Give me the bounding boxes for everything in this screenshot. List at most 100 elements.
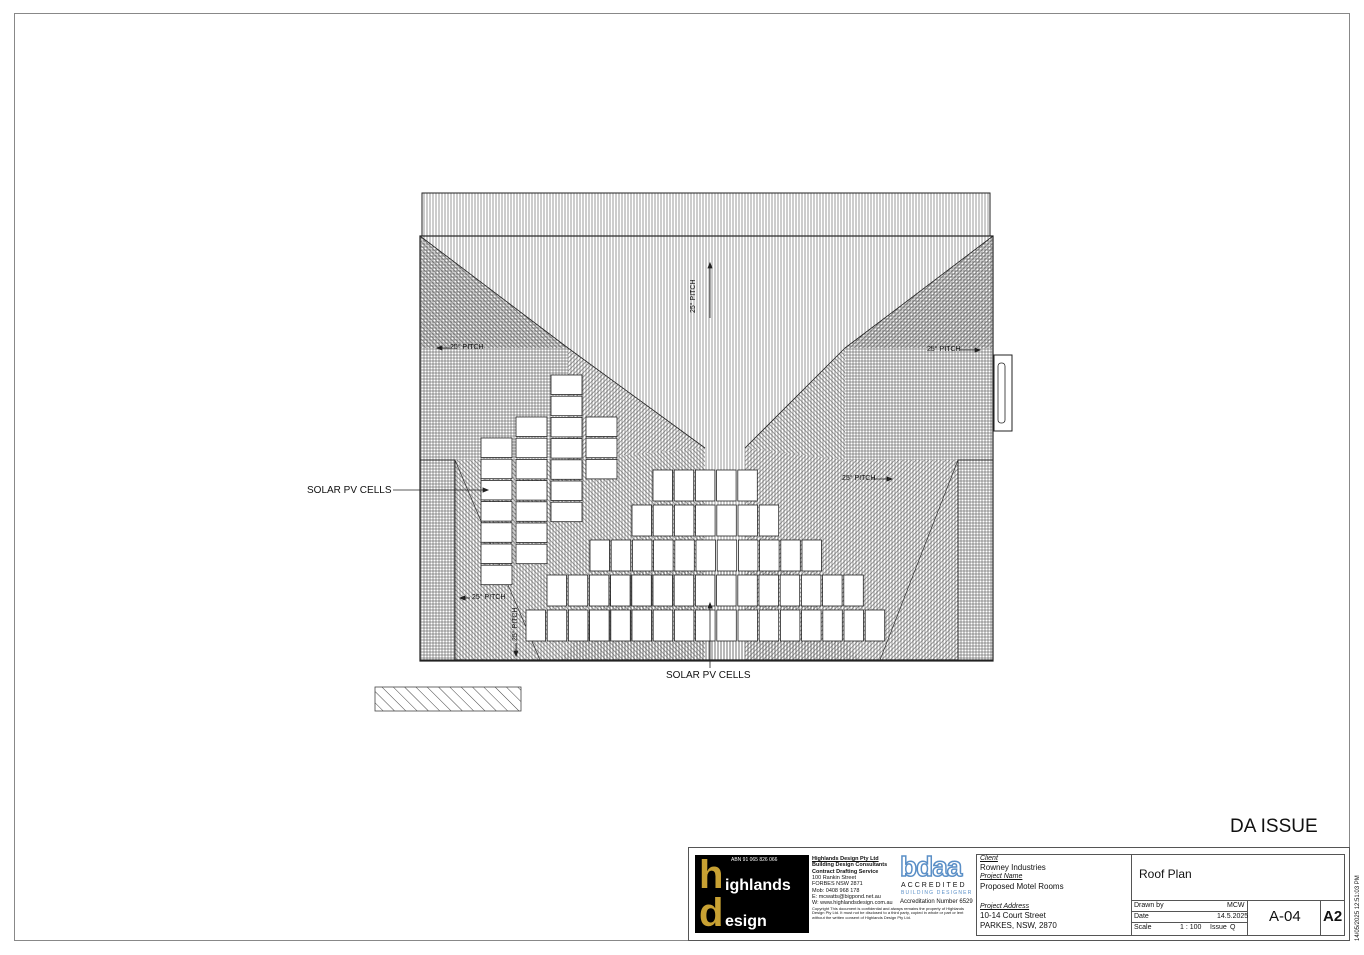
sheet-size: A2 (1323, 908, 1343, 925)
sheet-rule-1 (1131, 900, 1247, 901)
sheet-rule-3 (1131, 922, 1247, 923)
tb-top-rule (976, 854, 1344, 855)
solar-panel (550, 395, 583, 417)
scale-label: Scale (1134, 924, 1152, 931)
highlands-logo: ABN 91 065 826 066 h ighlands d esign (695, 855, 809, 933)
solar-panel (480, 564, 513, 586)
company-email: E: mcwatts@bigpond.net.au (812, 893, 881, 900)
solar-panel (652, 574, 673, 607)
project-name-label: Project Name (980, 873, 1023, 880)
pitch-label-bottom-vertical: 25° PITCH (512, 607, 519, 641)
drawn-by-value: MCW (1227, 902, 1245, 909)
logo-brand-line2: esign (725, 913, 767, 930)
roof-top-strip (421, 192, 991, 237)
solar-panel (631, 504, 652, 537)
solar-panel (843, 574, 864, 607)
solar-panel (695, 539, 716, 572)
solar-panel (515, 522, 548, 543)
solar-panel (758, 504, 780, 537)
solar-panel (610, 574, 631, 607)
solar-panel (801, 574, 822, 607)
da-issue-stamp: DA ISSUE (1230, 816, 1318, 837)
solar-panel (515, 437, 548, 459)
solar-panel (589, 609, 610, 642)
solar-pv-label-bottom: SOLAR PV CELLS (666, 670, 751, 681)
solar-panel (843, 609, 864, 642)
solar-panel (780, 609, 801, 642)
solar-panel (585, 416, 618, 437)
title-block (688, 847, 1350, 941)
solar-panel (801, 609, 822, 642)
sheet-number: A-04 (1269, 908, 1301, 925)
hatched-slab (374, 686, 522, 712)
bdaa-building-designer: BUILDING DESIGNER (901, 890, 973, 896)
solar-panel (480, 522, 513, 543)
company-line3: Contract Drafting Service (812, 868, 879, 875)
tb-right-rule (1344, 854, 1345, 936)
logo-h-letter: h (699, 853, 724, 897)
solar-panel (525, 609, 546, 642)
pitch-label-top: 25° PITCH (690, 279, 697, 313)
solar-panel (673, 469, 695, 502)
solar-panel (737, 469, 758, 502)
solar-pv-label-left: SOLAR PV CELLS (307, 485, 392, 496)
solar-panel (716, 574, 737, 607)
solar-panel (737, 504, 758, 537)
date-label: Date (1134, 913, 1149, 920)
solar-panel (801, 539, 822, 572)
bdaa-accreditation-number: Accreditation Number 6529 (900, 899, 973, 905)
solar-panel (515, 458, 548, 480)
company-name: Highlands Design Pty Ltd (812, 856, 879, 862)
issue-label: Issue (1210, 924, 1227, 931)
drawn-by-label: Drawn by (1134, 902, 1164, 909)
pitch-label-right: 25° PITCH (927, 346, 961, 353)
solar-panel (515, 543, 548, 565)
solar-panel (480, 501, 513, 522)
scale-value: 1 : 100 (1180, 924, 1202, 931)
solar-panel (515, 480, 548, 501)
solar-panel (716, 539, 738, 572)
solar-panel (550, 374, 583, 395)
solar-panel (550, 459, 583, 480)
sheet-hrule-top (1247, 900, 1344, 901)
solar-panel (585, 437, 618, 459)
solar-panel (589, 574, 610, 607)
solar-panel (610, 539, 632, 572)
bdaa-accredited: ACCREDITED (901, 882, 967, 889)
project-address-line1: 10-14 Court Street (980, 911, 1046, 920)
solar-panel (585, 458, 618, 480)
solar-panel (652, 609, 674, 642)
logo-d-letter: d (699, 891, 724, 935)
company-info: Highlands Design Pty Ltd Building Design… (812, 856, 964, 921)
pitch-label-left: 25° PITCH (450, 344, 484, 351)
solar-panel (652, 504, 674, 537)
logo-brand-line1: ighlands (725, 877, 791, 894)
solar-panels (480, 374, 886, 642)
solar-panel (480, 543, 513, 564)
company-line2: Building Design Consultants (812, 862, 888, 869)
solar-panel (716, 504, 737, 537)
solar-panel (546, 609, 568, 642)
sheet-border (14, 13, 1350, 941)
solar-panel (864, 609, 886, 642)
solar-panel (758, 574, 779, 607)
project-address-label: Project Address (980, 903, 1030, 910)
company-mob: Mob: 0408 968 178 (812, 887, 860, 894)
solar-panel (695, 469, 716, 502)
solar-panel (631, 609, 652, 642)
solar-panel (674, 609, 695, 642)
sheet-title: Roof Plan (1139, 867, 1192, 881)
tb-bottom-rule (976, 935, 1344, 936)
solar-panel (550, 438, 583, 459)
solar-panel (737, 574, 758, 607)
solar-panel (480, 437, 513, 458)
solar-panel (567, 574, 589, 607)
solar-panel (780, 539, 801, 572)
company-street: 100 Rankin Street (812, 874, 857, 881)
solar-panel (822, 609, 843, 642)
solar-panel (737, 609, 758, 642)
sheet-rule-2 (1131, 911, 1247, 912)
company-town: FORBES NSW 2871 (812, 881, 863, 888)
solar-panel (631, 574, 652, 607)
solar-panel (695, 574, 716, 607)
